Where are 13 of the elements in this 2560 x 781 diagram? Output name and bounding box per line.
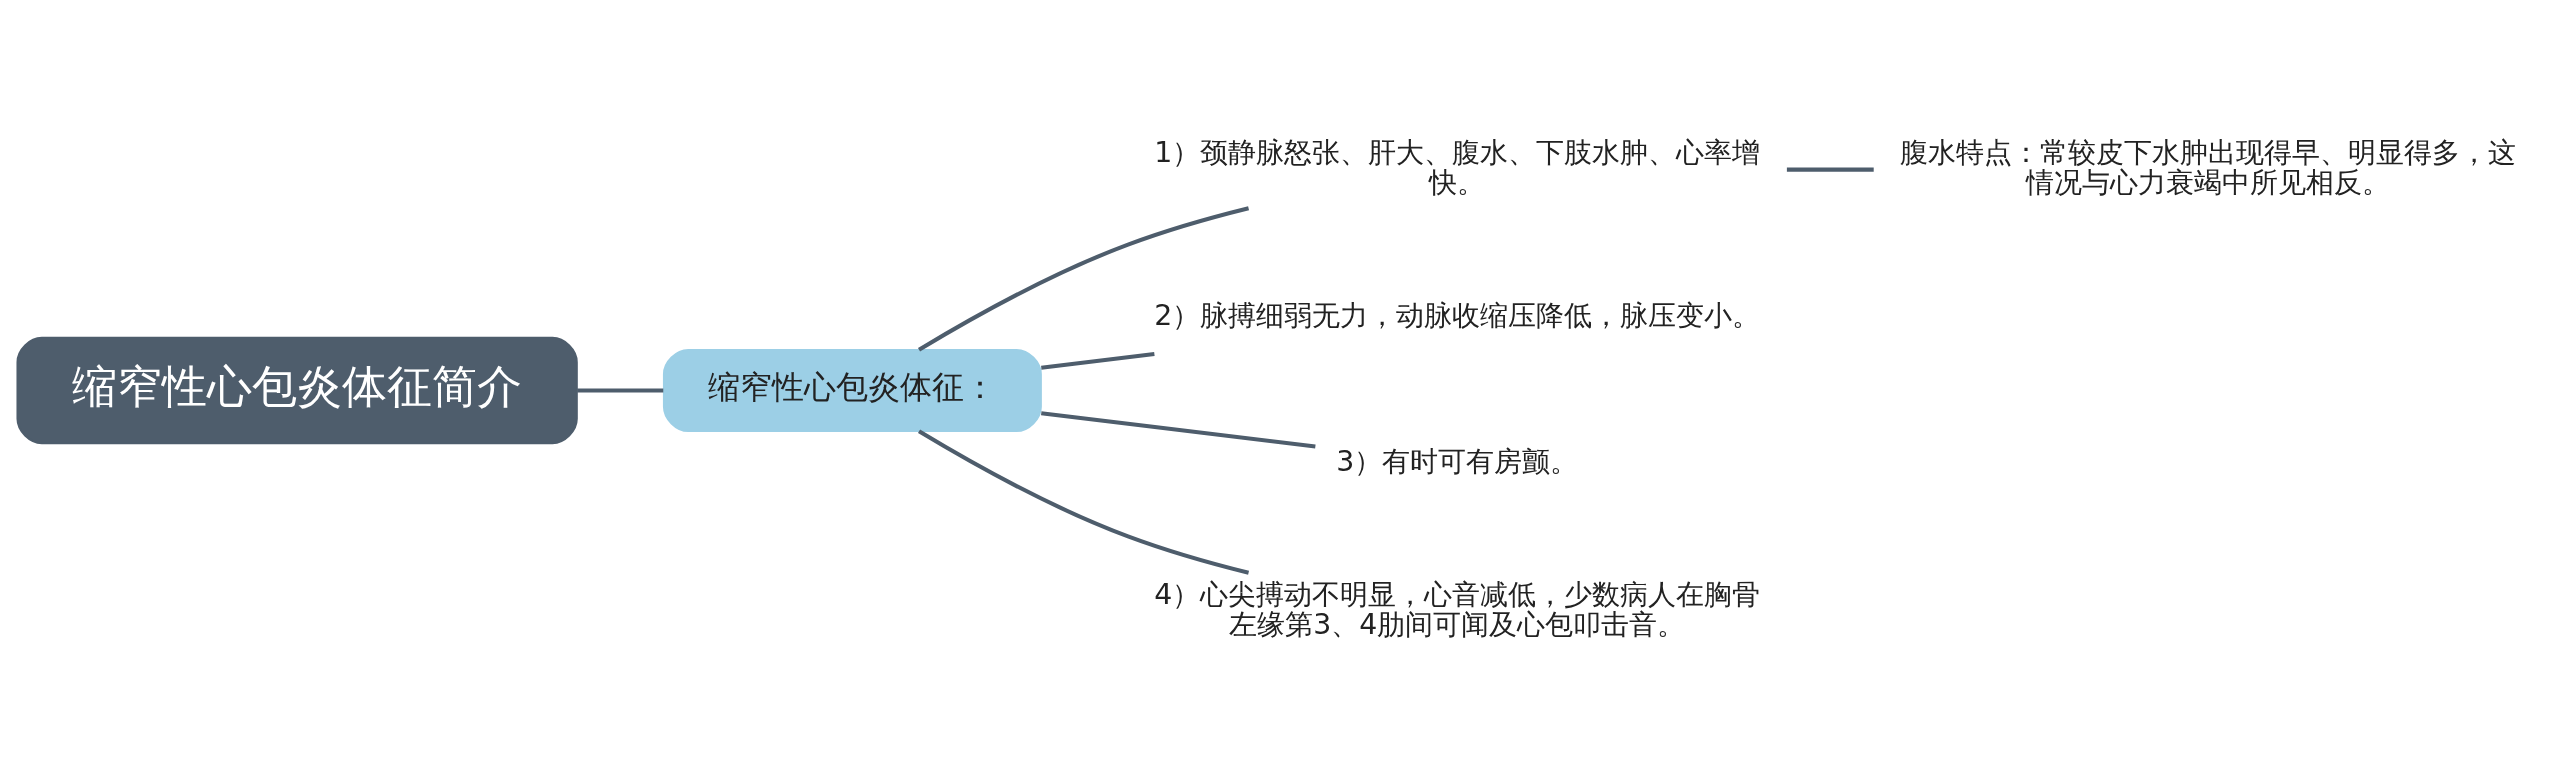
connector — [1041, 352, 1155, 370]
node-box: 缩窄性心包炎体征简介 — [16, 336, 578, 445]
connector — [918, 429, 1250, 575]
node-text: 3）有时可有房颤。 — [1336, 444, 1579, 478]
node-text: 腹水特点：常较皮下水肿出现得早、明显得多，这情况与心力衰竭中所见相反。 — [1900, 135, 2517, 200]
connector — [1786, 167, 1874, 172]
connector — [1041, 411, 1316, 449]
node-text: 2）脉搏细弱无力，动脉收缩压降低，脉压变小。 — [1154, 299, 1761, 333]
connector — [577, 388, 664, 393]
node-text: 1）颈静脉怒张、肝大、腹水、下肢水肿、心率增快。 — [1154, 135, 1761, 200]
connector — [918, 206, 1250, 352]
node-text: 4）心尖搏动不明显，心音减低，少数病人在胸骨左缘第3、4肋间可闻及心包叩击音。 — [1154, 577, 1761, 642]
node-box: 缩窄性心包炎体征： — [662, 348, 1042, 433]
